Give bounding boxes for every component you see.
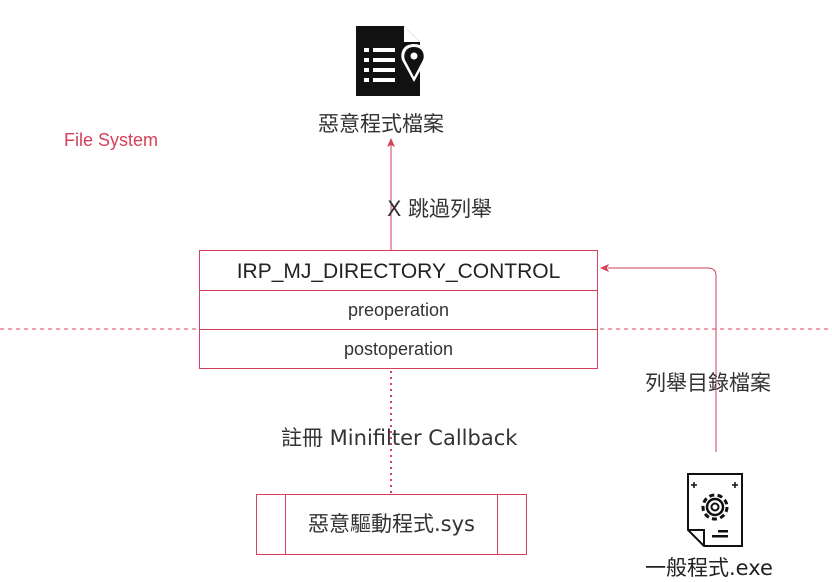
file-system-label: File System: [64, 130, 159, 150]
postoperation-row: postoperation: [343, 339, 454, 359]
gear-document-icon: [687, 473, 743, 547]
malicious-file-label: 惡意程式檔案: [318, 112, 444, 136]
enumerate-files-label: 列舉目錄檔案: [645, 371, 771, 395]
app-to-irp-arrowhead: [600, 264, 609, 272]
document-location-icon: [356, 26, 427, 96]
malicious-driver-label: 惡意驅動程式.sys: [285, 495, 498, 554]
irp-to-file-arrowhead: [387, 138, 395, 147]
preoperation-row: preoperation: [200, 291, 597, 330]
register-callback-label: 註冊 Minifilter Callback: [281, 426, 518, 450]
irp-title: IRP_MJ_DIRECTORY_CONTROL: [200, 251, 597, 291]
app-to-irp-arrow: [608, 267, 717, 452]
normal-app-label: 一般程式.exe: [645, 556, 773, 580]
malicious-driver-box: 惡意驅動程式.sys: [256, 494, 527, 555]
skip-enumeration-label: X 跳過列舉: [387, 197, 493, 221]
irp-directory-control-box: IRP_MJ_DIRECTORY_CONTROL preoperation po…: [199, 250, 598, 369]
